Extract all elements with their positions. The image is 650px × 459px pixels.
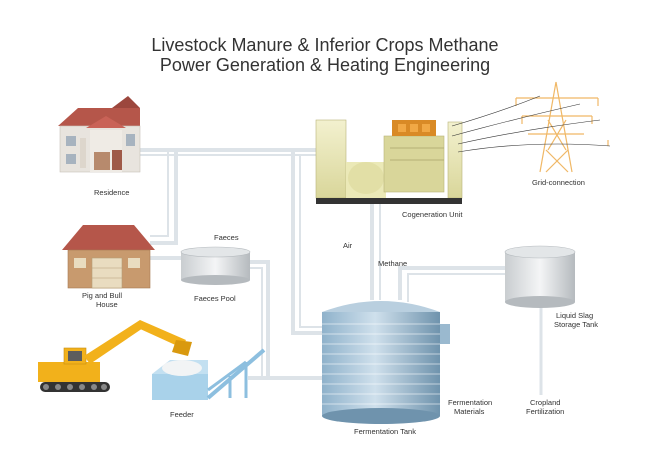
pipe-heating-pig-house-2 xyxy=(150,150,169,237)
label-air: Air xyxy=(343,241,353,250)
pipe-air-tank-2 xyxy=(299,155,322,328)
label-fermentation-materials-line1: Fermentation xyxy=(448,398,493,407)
label-liquid-slag-line1: Liquid Slag xyxy=(556,311,594,320)
label-feeder: Feeder xyxy=(170,410,194,419)
pig-house-icon xyxy=(62,225,155,289)
pipe-faeces-feeder xyxy=(250,260,270,380)
label-methane: Methane xyxy=(378,259,408,268)
excavator-icon xyxy=(38,320,192,392)
pipe-heating-pig-house xyxy=(150,150,178,245)
diagram-title-line1: Livestock Manure & Inferior Crops Methan… xyxy=(151,35,499,55)
label-pig-house-line1: Pig and Bull xyxy=(82,291,123,300)
label-cogeneration-unit: Cogeneration Unit xyxy=(402,210,463,219)
label-fermentation-tank: Fermentation Tank xyxy=(354,427,416,436)
fermentation-tank-icon xyxy=(322,301,450,424)
power-pylon-icon xyxy=(515,81,609,173)
liquid-slag-tank-icon xyxy=(504,245,576,308)
diagram-title-line2: Power Generation & Heating Engineering xyxy=(159,55,491,75)
feeder-icon xyxy=(152,348,266,400)
label-pig-house-line2: House xyxy=(96,300,118,309)
label-cropland-line2: Fertilization xyxy=(526,407,565,416)
pipe-air-tank xyxy=(291,150,322,335)
faeces-pool-tank-icon xyxy=(180,246,251,285)
power-lines xyxy=(451,95,611,153)
label-faeces-pool: Faeces Pool xyxy=(194,294,236,303)
label-fermentation-materials-line2: Materials xyxy=(454,407,485,416)
label-residence: Residence xyxy=(94,188,130,197)
label-cropland-line1: Cropland xyxy=(530,398,561,407)
pipe-tank-slag xyxy=(398,266,505,300)
label-liquid-slag-line2: Storage Tank xyxy=(554,320,599,329)
label-faeces: Faeces xyxy=(214,233,239,242)
label-grid-connection: Grid-connection xyxy=(532,178,585,187)
cogeneration-unit-icon xyxy=(315,119,463,204)
residence-house-icon xyxy=(58,96,141,173)
